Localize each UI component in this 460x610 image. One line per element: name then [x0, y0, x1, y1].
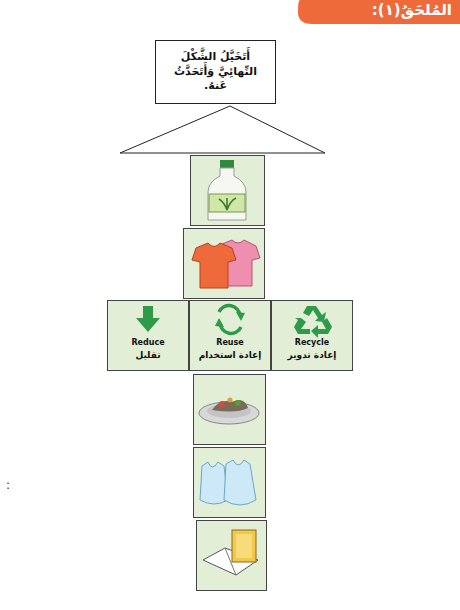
recycling-step-box: Reuseإعادة استخدام — [190, 301, 270, 370]
recycling-step-box: Recycleإعادة تدوير — [272, 301, 352, 370]
header-title: المُلحَقُ(١): — [372, 1, 452, 19]
stray-mark: : — [6, 478, 10, 492]
recycle-icon — [294, 306, 332, 338]
roof-triangle — [120, 106, 325, 153]
reuse-arrowheads — [215, 312, 245, 327]
food-plate-picture — [199, 398, 259, 425]
reuse-icon — [219, 306, 241, 334]
english-label: Recycle — [295, 338, 329, 349]
header-tab — [298, 0, 460, 24]
arabic-label: إعادة تدوير — [288, 349, 337, 361]
recycling-step-box: Reduceتقليل — [108, 301, 188, 370]
english-label: Reuse — [216, 338, 243, 349]
plastic-bags-picture — [200, 460, 256, 505]
text-box-frame — [156, 41, 276, 104]
instruction-text: أَتَخَيَّلُ الشَّكْلَ النِّهائِيَّ وَأَت… — [162, 50, 269, 95]
arabic-label: تقليل — [135, 349, 160, 361]
books-picture — [203, 530, 258, 575]
clothes-picture — [192, 240, 260, 288]
bottle-picture — [208, 160, 246, 220]
arabic-label: إعادة استخدام — [199, 349, 262, 361]
reduce-icon — [136, 306, 160, 332]
text-box: أَتَخَيَّلُ الشَّكْلَ النِّهائِيَّ وَأَت… — [156, 41, 275, 103]
english-label: Reduce — [131, 338, 164, 349]
green-squares — [108, 156, 353, 591]
